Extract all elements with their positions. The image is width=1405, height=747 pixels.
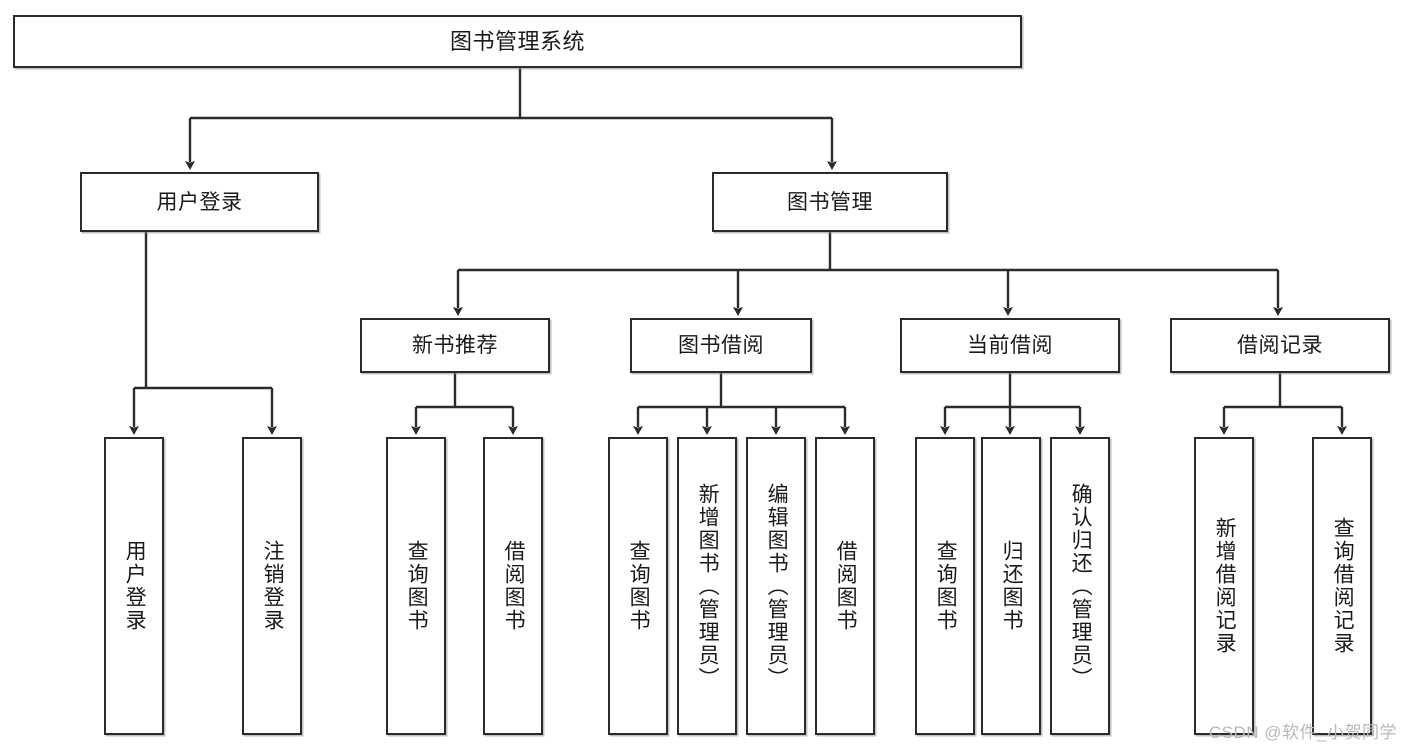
node-leaf-borrow-book-2-label: 借阅图书 [834,540,858,632]
node-leaf-add-record[interactable]: 新增借阅记录 [1194,437,1254,735]
node-leaf-logout-label: 注销登录 [261,540,285,632]
node-leaf-query-record[interactable]: 查询借阅记录 [1312,437,1372,735]
node-leaf-borrow-book-1-label: 借阅图书 [502,540,526,632]
node-leaf-query-book-2-label: 查询图书 [627,540,651,632]
node-root-label: 图书管理系统 [449,28,585,54]
node-leaf-user-login-label: 用户登录 [123,540,147,632]
node-book-borrow[interactable]: 图书借阅 [630,318,812,373]
node-book-manage[interactable]: 图书管理 [712,172,948,232]
node-book-borrow-label: 图书借阅 [678,334,764,357]
node-leaf-confirm-return[interactable]: 确认归还（管理员） [1050,437,1110,735]
node-leaf-user-login[interactable]: 用户登录 [104,437,164,735]
node-leaf-borrow-book-2[interactable]: 借阅图书 [815,437,875,735]
node-user-login[interactable]: 用户登录 [80,172,319,232]
node-leaf-add-record-label: 新增借阅记录 [1213,517,1237,655]
node-leaf-query-book-3[interactable]: 查询图书 [915,437,975,735]
node-leaf-query-book-1[interactable]: 查询图书 [386,437,446,735]
node-leaf-query-book-3-label: 查询图书 [934,540,958,632]
node-leaf-add-book-label: 新增图书（管理员） [696,482,720,690]
node-leaf-logout[interactable]: 注销登录 [242,437,302,735]
node-leaf-borrow-book-1[interactable]: 借阅图书 [483,437,543,735]
node-new-book-rec[interactable]: 新书推荐 [360,318,550,373]
node-borrow-record[interactable]: 借阅记录 [1170,318,1390,373]
node-leaf-edit-book-label: 编辑图书（管理员） [765,482,789,690]
watermark: CSDN @软件_小贺同学 [1208,723,1397,742]
node-leaf-query-book-1-label: 查询图书 [405,540,429,632]
node-leaf-return-book[interactable]: 归还图书 [981,437,1041,735]
node-book-manage-label: 图书管理 [787,190,873,214]
node-current-borrow-label: 当前借阅 [967,334,1053,357]
node-leaf-add-book[interactable]: 新增图书（管理员） [677,437,737,735]
node-leaf-query-book-2[interactable]: 查询图书 [608,437,668,735]
node-leaf-edit-book[interactable]: 编辑图书（管理员） [746,437,806,735]
node-leaf-confirm-return-label: 确认归还（管理员） [1069,482,1093,690]
node-new-book-rec-label: 新书推荐 [412,334,498,357]
node-leaf-return-book-label: 归还图书 [1000,540,1024,632]
node-user-login-label: 用户登录 [156,190,243,214]
node-borrow-record-label: 借阅记录 [1237,334,1323,357]
node-leaf-query-record-label: 查询借阅记录 [1331,517,1355,655]
node-root[interactable]: 图书管理系统 [13,15,1022,68]
node-current-borrow[interactable]: 当前借阅 [900,318,1120,373]
